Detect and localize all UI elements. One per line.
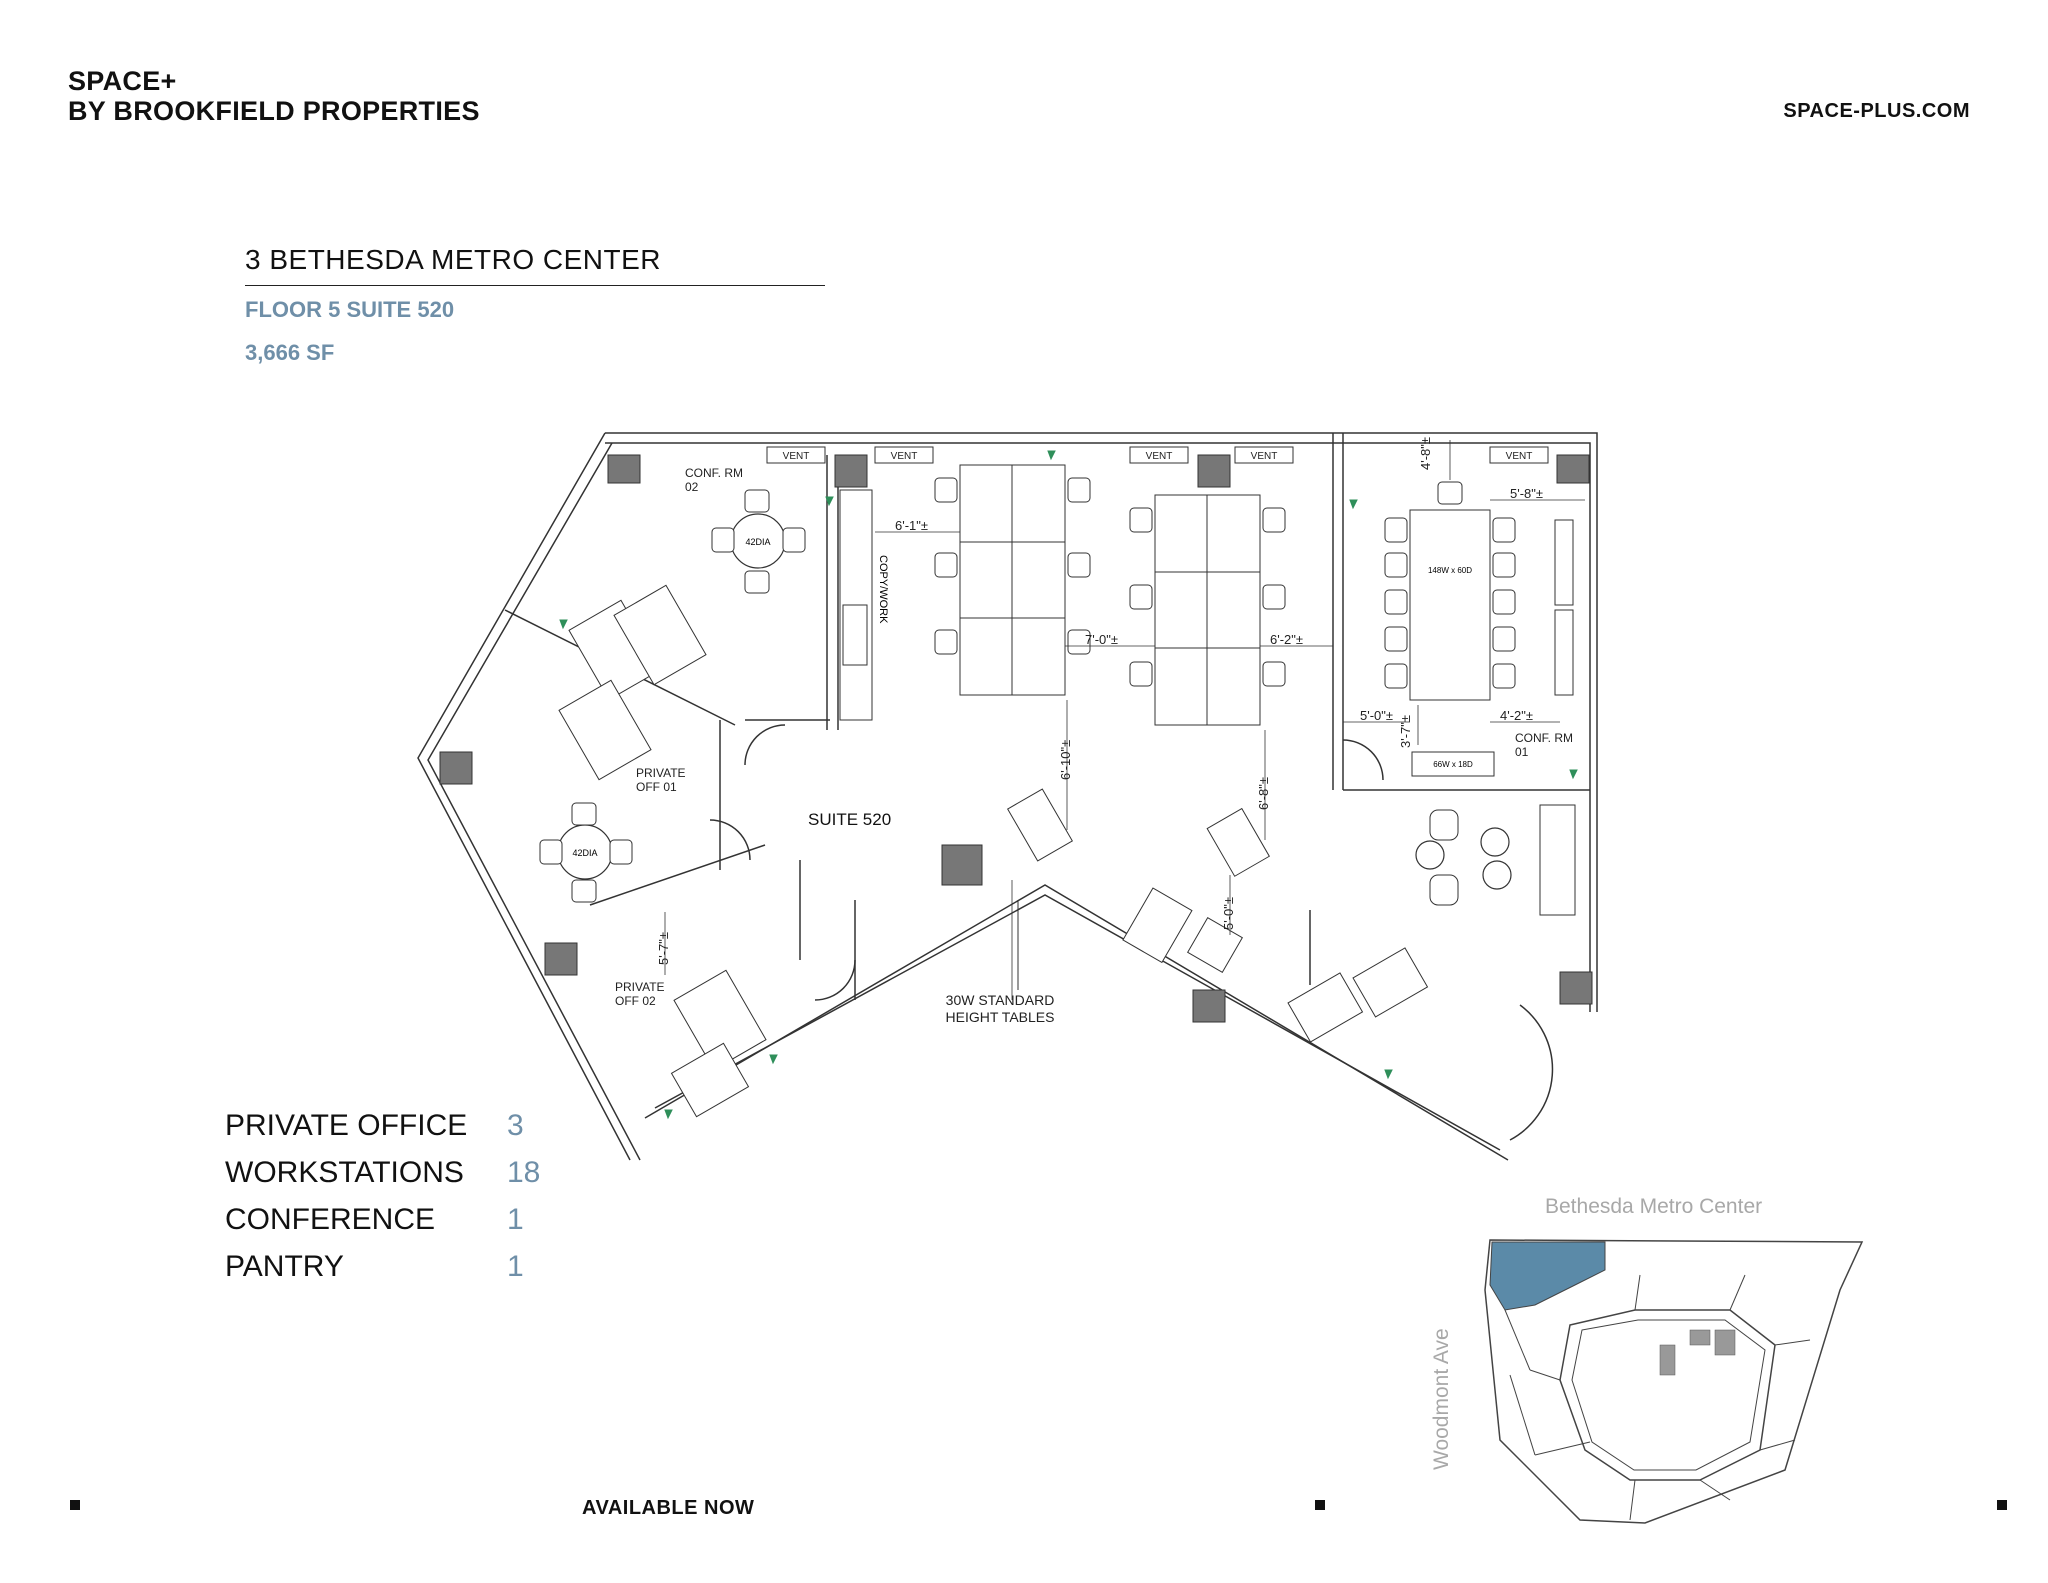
private-off-01-label: PRIVATE <box>636 766 686 780</box>
tables-note-line2: HEIGHT TABLES <box>946 1009 1055 1025</box>
interior-wall <box>644 884 1509 1161</box>
corner-mark <box>1315 1500 1325 1510</box>
availability: AVAILABLE NOW <box>582 1497 755 1519</box>
vent-label: VENT <box>891 451 918 462</box>
dimension-label: 4'-2"± <box>1500 708 1533 723</box>
website-link[interactable]: SPACE-PLUS.COM <box>1783 100 1970 122</box>
stat-workstations: WORKSTATIONS 18 <box>225 1149 540 1196</box>
private-off-02-number: OFF 02 <box>615 994 656 1008</box>
dimension-label: 6'-1"± <box>895 518 928 533</box>
square-footage: 3,666 SF <box>245 340 335 365</box>
suite-highlight <box>1489 1241 1606 1311</box>
dimension-label: 4'-8"± <box>1418 437 1433 470</box>
stat-label: WORKSTATIONS <box>225 1155 464 1189</box>
conf-rm-01-number: 01 <box>1515 745 1529 759</box>
vent-label: VENT <box>783 451 810 462</box>
suite-label: SUITE 520 <box>808 810 891 829</box>
brand-line2: BY BROOKFIELD PROPERTIES <box>68 96 480 126</box>
conf-table-size: 148W x 60D <box>1428 566 1472 575</box>
stat-label: PRIVATE OFFICE <box>225 1108 468 1142</box>
stat-pantry: PANTRY 1 <box>225 1243 540 1290</box>
conf-rm-02-label: CONF. RM <box>685 466 743 480</box>
dimension-label: 6'-2"± <box>1270 632 1303 647</box>
dimension-label: 6'-10"± <box>1058 740 1073 780</box>
exterior-wall <box>417 432 631 1161</box>
conf-rm-02-number: 02 <box>685 480 699 494</box>
stat-conference: CONFERENCE 1 <box>225 1196 540 1243</box>
exterior-wall <box>605 442 1591 1012</box>
dimension-label: 5'-7"± <box>656 932 671 965</box>
tables-note-line1: 30W STANDARD <box>946 992 1055 1008</box>
interior-wall <box>654 894 1501 1151</box>
dimension-label: 3'-7"± <box>1398 715 1413 748</box>
dimension-label: 5'-0"± <box>1360 708 1393 723</box>
conf-rm-01-label: CONF. RM <box>1515 731 1573 745</box>
stat-value: 1 <box>507 1249 524 1283</box>
copy-work-label: COPY/WORK <box>877 555 889 624</box>
vent-label: VENT <box>1251 451 1278 462</box>
key-street-top: Bethesda Metro Center <box>1545 1195 1763 1218</box>
stat-private-office: PRIVATE OFFICE 3 <box>225 1102 540 1149</box>
dimension-label: 5'-0"± <box>1221 897 1236 930</box>
stat-label: CONFERENCE <box>225 1202 436 1236</box>
brand-logo: SPACE+ BY BROOKFIELD PROPERTIES <box>68 66 480 126</box>
stat-value: 3 <box>507 1108 524 1142</box>
stat-value: 1 <box>507 1202 524 1236</box>
vent-label: VENT <box>1146 451 1173 462</box>
dimension-label: 6'-8"± <box>1256 777 1271 810</box>
private-off-01-number: OFF 01 <box>636 780 677 794</box>
corner-mark <box>1997 1500 2007 1510</box>
building-core <box>1559 1309 1776 1481</box>
corner-mark <box>70 1500 80 1510</box>
exterior-wall <box>427 442 641 1161</box>
vent-label: VENT <box>1506 451 1533 462</box>
dimension-label: 5'-8"± <box>1510 486 1543 501</box>
title-divider <box>245 285 825 286</box>
key-plan <box>1484 1239 1864 1524</box>
round-table-size: 42DIA <box>745 537 770 547</box>
floor-suite: FLOOR 5 SUITE 520 <box>245 297 455 322</box>
property-name: 3 BETHESDA METRO CENTER <box>245 244 662 275</box>
brand-line1: SPACE+ <box>68 66 177 96</box>
round-table-size: 42DIA <box>572 848 597 858</box>
exterior-wall <box>605 432 1598 1012</box>
credenza-size: 66W x 18D <box>1433 760 1473 769</box>
stat-label: PANTRY <box>225 1249 344 1283</box>
private-off-02-label: PRIVATE <box>615 980 665 994</box>
stat-value: 18 <box>507 1155 541 1189</box>
space-stats: PRIVATE OFFICE 3 WORKSTATIONS 18 CONFERE… <box>225 1102 540 1290</box>
dimension-label: 7'-0"± <box>1085 632 1118 647</box>
